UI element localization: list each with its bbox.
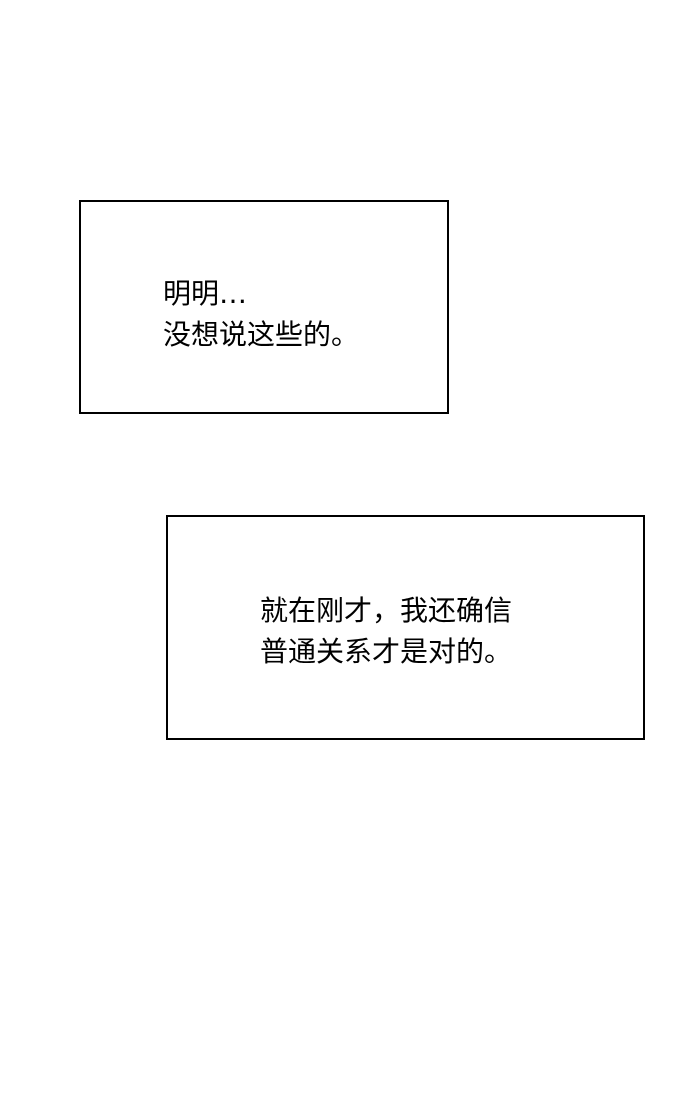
- narration-text-1: 明明… 没想说这些的。: [163, 273, 359, 355]
- narration-text-2: 就在刚才，我还确信 普通关系才是对的。: [260, 590, 512, 672]
- narration-line: 明明…: [163, 277, 248, 310]
- narration-box-1: 明明… 没想说这些的。: [79, 200, 449, 414]
- narration-box-2: 就在刚才，我还确信 普通关系才是对的。: [166, 515, 645, 740]
- narration-line: 普通关系才是对的。: [260, 635, 513, 668]
- narration-line: 就在刚才，我还确信: [260, 594, 513, 627]
- narration-line: 没想说这些的。: [163, 318, 360, 351]
